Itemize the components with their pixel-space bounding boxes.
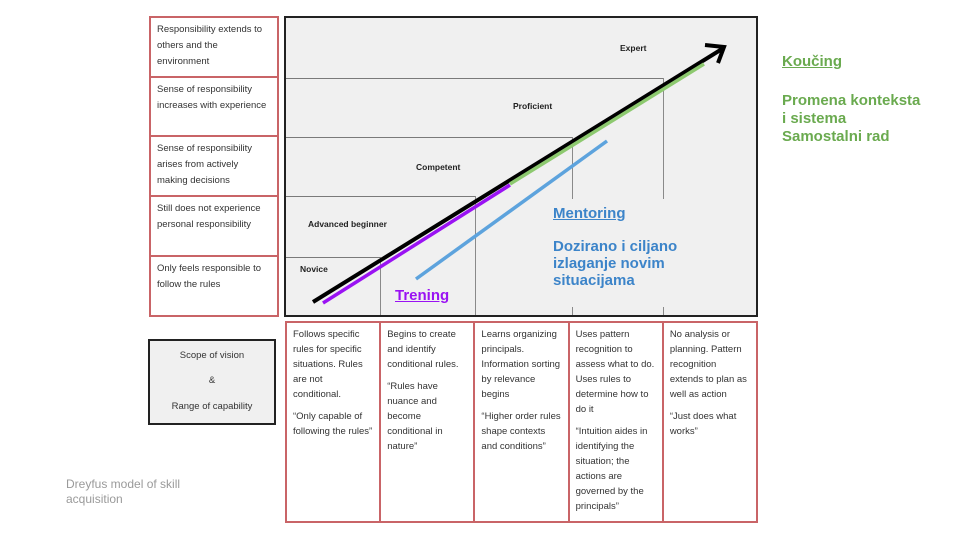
description-main: Follows specific rules for specific situ… bbox=[293, 329, 363, 400]
description-quote: “Just does what works” bbox=[669, 411, 737, 437]
stage-label-novice: Novice bbox=[300, 264, 328, 274]
stage-label-expert: Expert bbox=[620, 43, 647, 53]
scope-line-1: Scope of vision bbox=[179, 350, 245, 361]
step-line-advanced-beginner bbox=[286, 196, 476, 197]
step-line-competent bbox=[286, 137, 573, 138]
responsibility-novice: Only feels responsible to follow the rul… bbox=[149, 255, 279, 317]
responsibility-advanced-beginner: Still does not experience personal respo… bbox=[149, 195, 279, 257]
description-main: Uses pattern recognition to assess what … bbox=[575, 329, 655, 415]
description-expert: No analysis or planning. Pattern recogni… bbox=[664, 323, 756, 521]
koucing-line bbox=[509, 62, 705, 186]
description-main: No analysis or planning. Pattern recogni… bbox=[669, 329, 747, 400]
step-divider-novice bbox=[380, 257, 381, 315]
description-novice: Follows specific rules for specific situ… bbox=[287, 323, 382, 521]
progression-arrow-shaft bbox=[311, 47, 724, 304]
trening-line bbox=[322, 183, 511, 305]
scope-of-vision-box: Scope of vision & Range of capability bbox=[148, 339, 276, 425]
responsibility-competent: Sense of responsibility arises from acti… bbox=[149, 135, 279, 197]
koucing-description: Promena konteksta i sistema Samostalni r… bbox=[782, 92, 920, 146]
scope-line-3: Range of capability bbox=[171, 401, 253, 412]
mentoring-label-box: Mentoring Dozirano i ciljano izlaganje n… bbox=[545, 199, 705, 307]
description-main: Learns organizing principals. Informatio… bbox=[481, 329, 561, 400]
responsibility-expert: Responsibility extends to others and the… bbox=[149, 16, 279, 78]
responsibility-proficient: Sense of responsibility increases with e… bbox=[149, 76, 279, 137]
scope-line-2: & bbox=[208, 375, 216, 386]
koucing-title: Koučing bbox=[782, 53, 842, 70]
progression-lines bbox=[311, 43, 727, 305]
trening-label: Trening bbox=[395, 287, 450, 304]
stage-label-competent: Competent bbox=[416, 162, 461, 172]
koucing-line-1: Promena konteksta bbox=[782, 92, 921, 109]
koucing-line-3: Samostalni rad bbox=[782, 128, 890, 145]
skill-staircase-panel: Expert Proficient Competent Advanced beg… bbox=[284, 16, 758, 317]
mentoring-description: Dozirano i ciljano izlaganje novim situa… bbox=[553, 238, 678, 289]
description-main: Begins to create and identify conditiona… bbox=[387, 329, 459, 370]
step-line-novice bbox=[286, 257, 381, 258]
stage-label-advanced-beginner: Advanced beginner bbox=[308, 219, 387, 229]
description-quote: “Intuition aides in identifying the situ… bbox=[575, 426, 648, 512]
slide-caption: Dreyfus model of skill acquisition bbox=[66, 477, 181, 506]
description-quote: “Higher order rules shape contexts and c… bbox=[481, 411, 561, 452]
mentoring-title: Mentoring bbox=[553, 205, 626, 222]
mentoring-line bbox=[414, 139, 609, 281]
description-competent: Learns organizing principals. Informatio… bbox=[475, 323, 570, 521]
description-advanced-beginner: Begins to create and identify conditiona… bbox=[381, 323, 476, 521]
description-quote: “Rules have nuance and become conditiona… bbox=[387, 381, 443, 452]
description-proficient: Uses pattern recognition to assess what … bbox=[570, 323, 664, 521]
koucing-line-2: i sistema bbox=[782, 110, 847, 127]
progression-arrow-head-icon bbox=[704, 43, 727, 64]
stage-descriptions-row: Follows specific rules for specific situ… bbox=[285, 321, 758, 523]
description-quote: “Only capable of following the rules” bbox=[293, 411, 373, 437]
stage-label-proficient: Proficient bbox=[513, 101, 553, 111]
step-divider-proficient bbox=[663, 78, 664, 315]
step-divider-advanced-beginner bbox=[475, 196, 476, 315]
step-line-proficient bbox=[286, 78, 664, 79]
